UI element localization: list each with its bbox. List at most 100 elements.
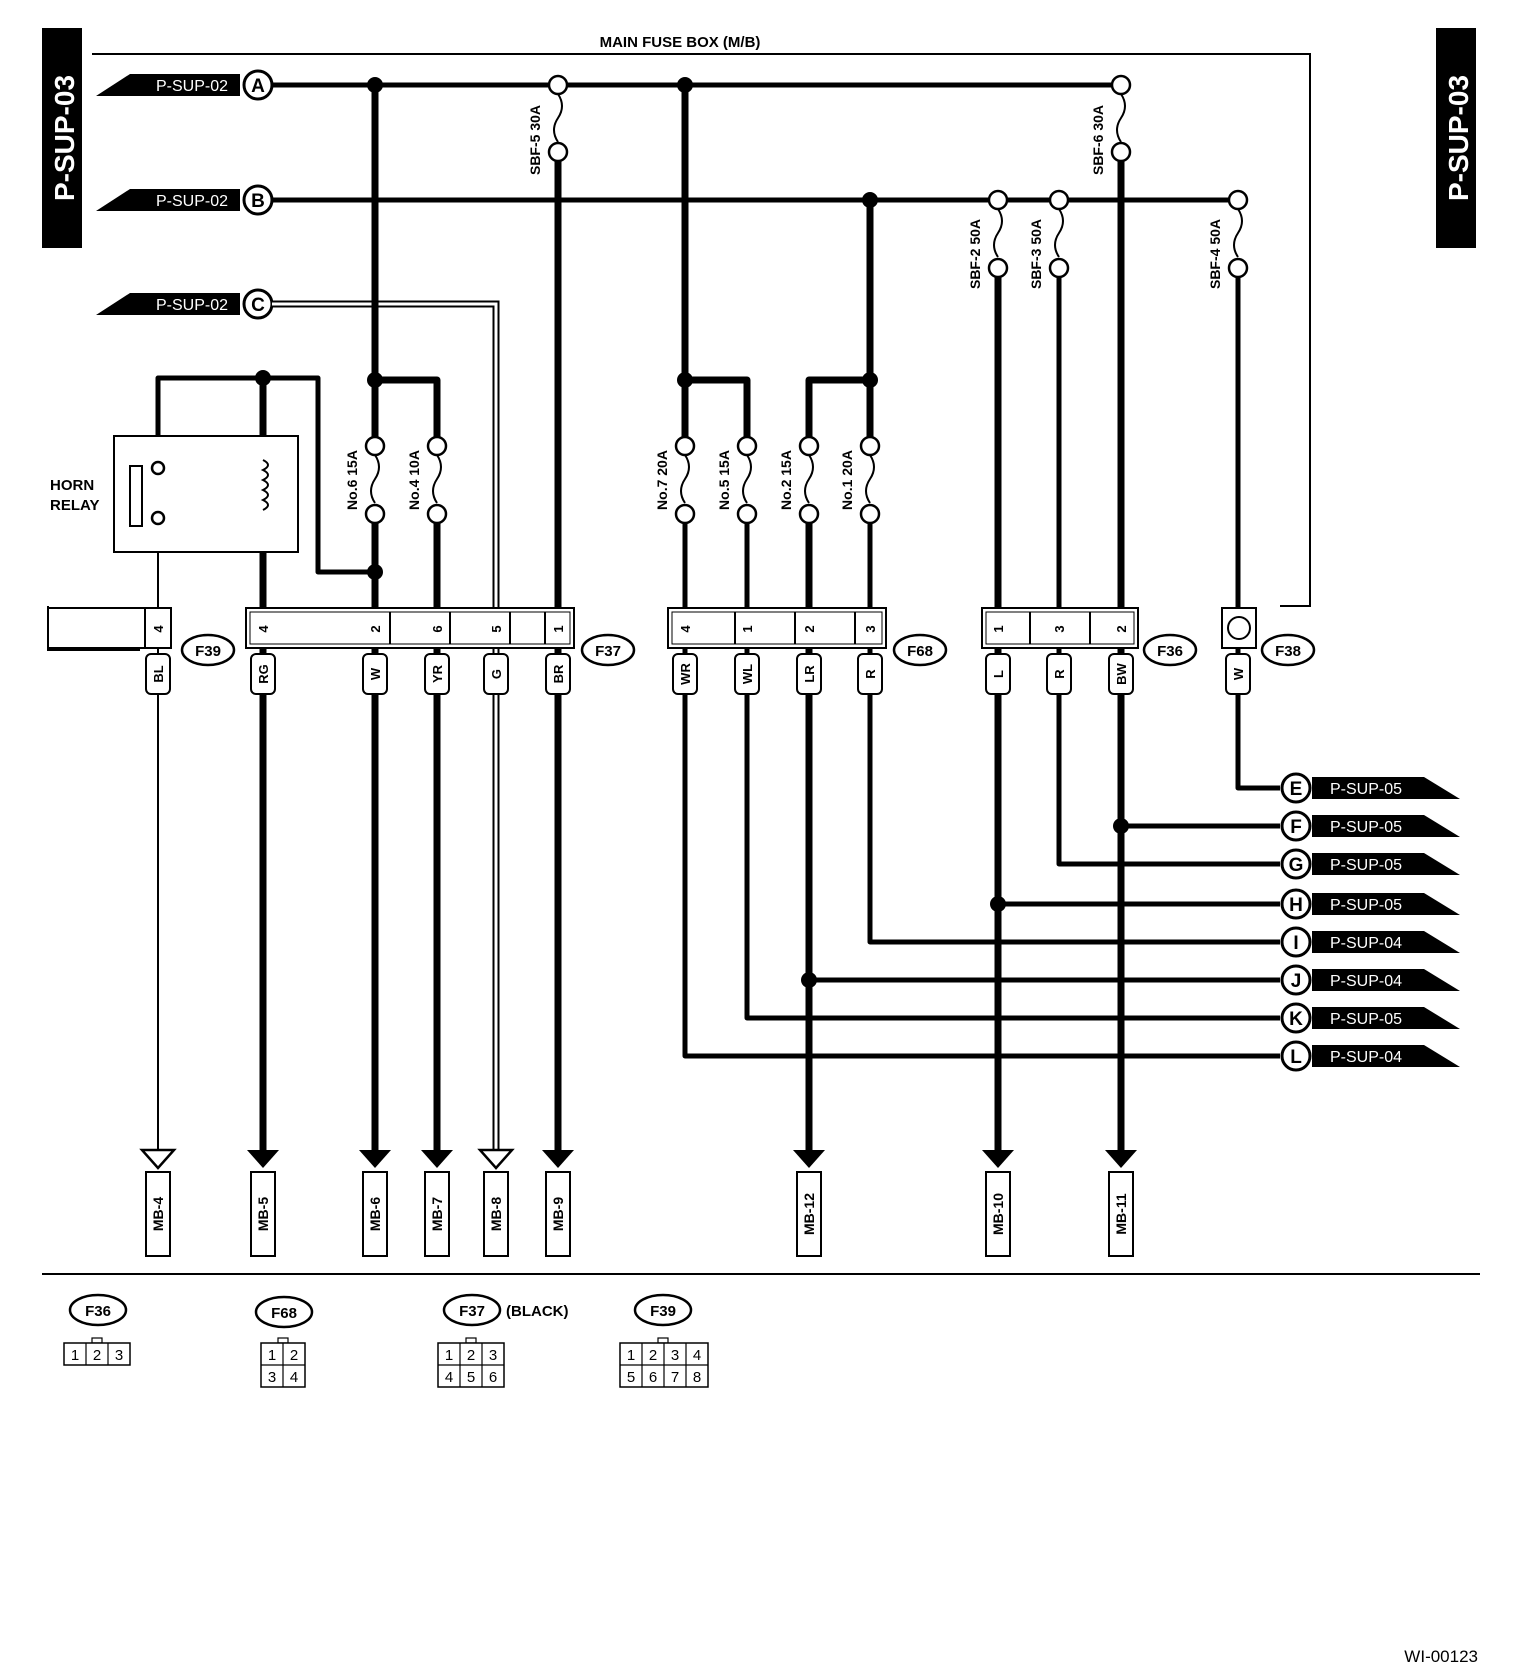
wire-tag: 1 BR [545, 625, 571, 695]
pin-number: 4 [256, 625, 271, 633]
input-c-ref: P-SUP-02 [156, 297, 228, 314]
terminal-mb-7: MB-7 [429, 1197, 445, 1231]
input-a-ref: P-SUP-02 [156, 78, 228, 95]
output-l: L P-SUP-04 [1280, 1040, 1460, 1072]
connector-strips [47, 607, 1257, 649]
fuse-no-4-label: No.4 10A [406, 450, 422, 510]
terminal-mb-10: MB-10 [990, 1193, 1006, 1235]
output-letter: F [1290, 817, 1302, 838]
connector-f68-label: F68 [907, 643, 933, 660]
terminal-mb-12: MB-12 [801, 1193, 817, 1235]
output-j: J P-SUP-04 [1280, 964, 1460, 996]
legend-f37-pin: 4 [445, 1369, 453, 1386]
relay-label-horn: HORN [50, 477, 94, 494]
output-f: F P-SUP-05 [1280, 810, 1460, 842]
connector-f37: F37 [580, 633, 636, 667]
legend-f37-pin: 1 [445, 1347, 453, 1364]
legend-f37-note: (BLACK) [506, 1303, 568, 1320]
junction-nodes [255, 77, 1129, 988]
output-ref: P-SUP-04 [1330, 935, 1402, 952]
wire-color: R [863, 669, 878, 679]
connector-f38: F38 [1260, 633, 1316, 667]
pin-number: 1 [991, 625, 1006, 632]
side-tag-right-text: P-SUP-03 [1443, 75, 1474, 201]
fuse-no-4: No.4 10A [406, 435, 448, 525]
output-ref: P-SUP-05 [1330, 1011, 1402, 1028]
fuse-sbf-5-label: SBF-5 30A [527, 105, 543, 175]
pin-number: 5 [489, 625, 504, 632]
output-k: K P-SUP-05 [1280, 1002, 1460, 1034]
output-ref: P-SUP-05 [1330, 819, 1402, 836]
input-c: P-SUP-02 C [96, 288, 274, 320]
wire-color: LR [802, 665, 817, 683]
pin-number: 3 [1052, 625, 1067, 632]
fuse-no-7: No.7 20A [654, 435, 696, 525]
fuse-box-title: MAIN FUSE BOX (M/B) [600, 34, 761, 51]
pin-and-wire-tags: 4 BL 4 RG 2 W 6 YR 5 G 1 BR [145, 625, 1251, 695]
wire-color: BL [151, 665, 166, 682]
wire-tag: 2 BW [1108, 625, 1134, 695]
terminal-mb-6: MB-6 [367, 1197, 383, 1231]
output-h: H P-SUP-05 [1280, 888, 1460, 920]
pin-number: 2 [802, 625, 817, 632]
output-letter: G [1289, 855, 1304, 876]
legend-f68: F68 1 2 3 4 [254, 1295, 314, 1388]
fuse-no-1-label: No.1 20A [839, 450, 855, 510]
fuse-sbf-4-label: SBF-4 50A [1207, 219, 1223, 289]
wire-tag: 4 RG [250, 625, 276, 695]
fuse-no-2-label: No.2 15A [778, 450, 794, 510]
legend-f68-label: F68 [271, 1305, 297, 1322]
mb-terminals: MB-4 MB-5 MB-6 MB-7 MB-8 MB-9 MB-12 MB-1… [139, 1148, 1137, 1257]
output-refs: E P-SUP-05 F P-SUP-05 G P-SUP-05 H P-SUP… [1280, 772, 1460, 1072]
wire-color: R [1052, 669, 1067, 679]
pin-number: 3 [863, 625, 878, 632]
legend-f39-pin: 5 [627, 1369, 635, 1386]
pin-number: 4 [678, 625, 693, 633]
wire-tag: 5 G [483, 625, 509, 695]
legend-f36-pin: 2 [93, 1347, 101, 1364]
wire-tag: 4 BL [145, 625, 171, 695]
relay-label-relay: RELAY [50, 497, 99, 514]
legend-f39-pin: 3 [671, 1347, 679, 1364]
output-letter: I [1293, 933, 1298, 954]
fuse-no-6-label: No.6 15A [344, 450, 360, 510]
legend-f39-pin: 2 [649, 1347, 657, 1364]
legend-f36-pin: 1 [71, 1347, 79, 1364]
input-c-letter: C [251, 295, 265, 316]
wire-tag: 3 R [857, 625, 883, 695]
fuse-no-6: No.6 15A [344, 435, 386, 525]
output-ref: P-SUP-04 [1330, 973, 1402, 990]
output-letter: E [1290, 779, 1303, 800]
wire-tag: 1 WL [734, 625, 760, 695]
legend-f39-label: F39 [650, 1303, 676, 1320]
legend-f37-pin: 3 [489, 1347, 497, 1364]
connector-f68: F68 [892, 633, 948, 667]
wire-color: WR [678, 663, 693, 685]
relay-coil [260, 459, 269, 511]
fuse-sbf-6: SBF-6 30A [1090, 74, 1132, 175]
input-b: P-SUP-02 B [96, 184, 274, 216]
wire-tag: 1 L [985, 625, 1011, 695]
horn-relay: HORN RELAY [50, 435, 299, 553]
side-tag-right: P-SUP-03 [1436, 28, 1476, 248]
terminal-mb-8: MB-8 [488, 1197, 504, 1231]
legend-f39: F39 1 2 3 4 5 6 7 8 [619, 1293, 709, 1388]
wire-color: G [489, 669, 504, 679]
connector-f37-label: F37 [595, 643, 621, 660]
pin-number: 1 [551, 625, 566, 632]
input-a: P-SUP-02 A [96, 69, 274, 101]
connector-f39-label: F39 [195, 643, 221, 660]
legend-f39-pin: 6 [649, 1369, 657, 1386]
legend-f36-pin: 3 [115, 1347, 123, 1364]
legend-f37-pin: 2 [467, 1347, 475, 1364]
fuse-sbf-4: SBF-4 50A [1207, 189, 1249, 289]
wire-tag: 2 W [362, 625, 388, 695]
legend-f37-pin: 5 [467, 1369, 475, 1386]
legend-f39-pin: 4 [693, 1347, 701, 1364]
terminal-mb-9: MB-9 [550, 1197, 566, 1231]
legend-f37-label: F37 [459, 1303, 485, 1320]
legend-f39-pin: 7 [671, 1369, 679, 1386]
legend-f36: F36 1 2 3 [63, 1293, 131, 1366]
connector-f36: F36 [1142, 633, 1198, 667]
